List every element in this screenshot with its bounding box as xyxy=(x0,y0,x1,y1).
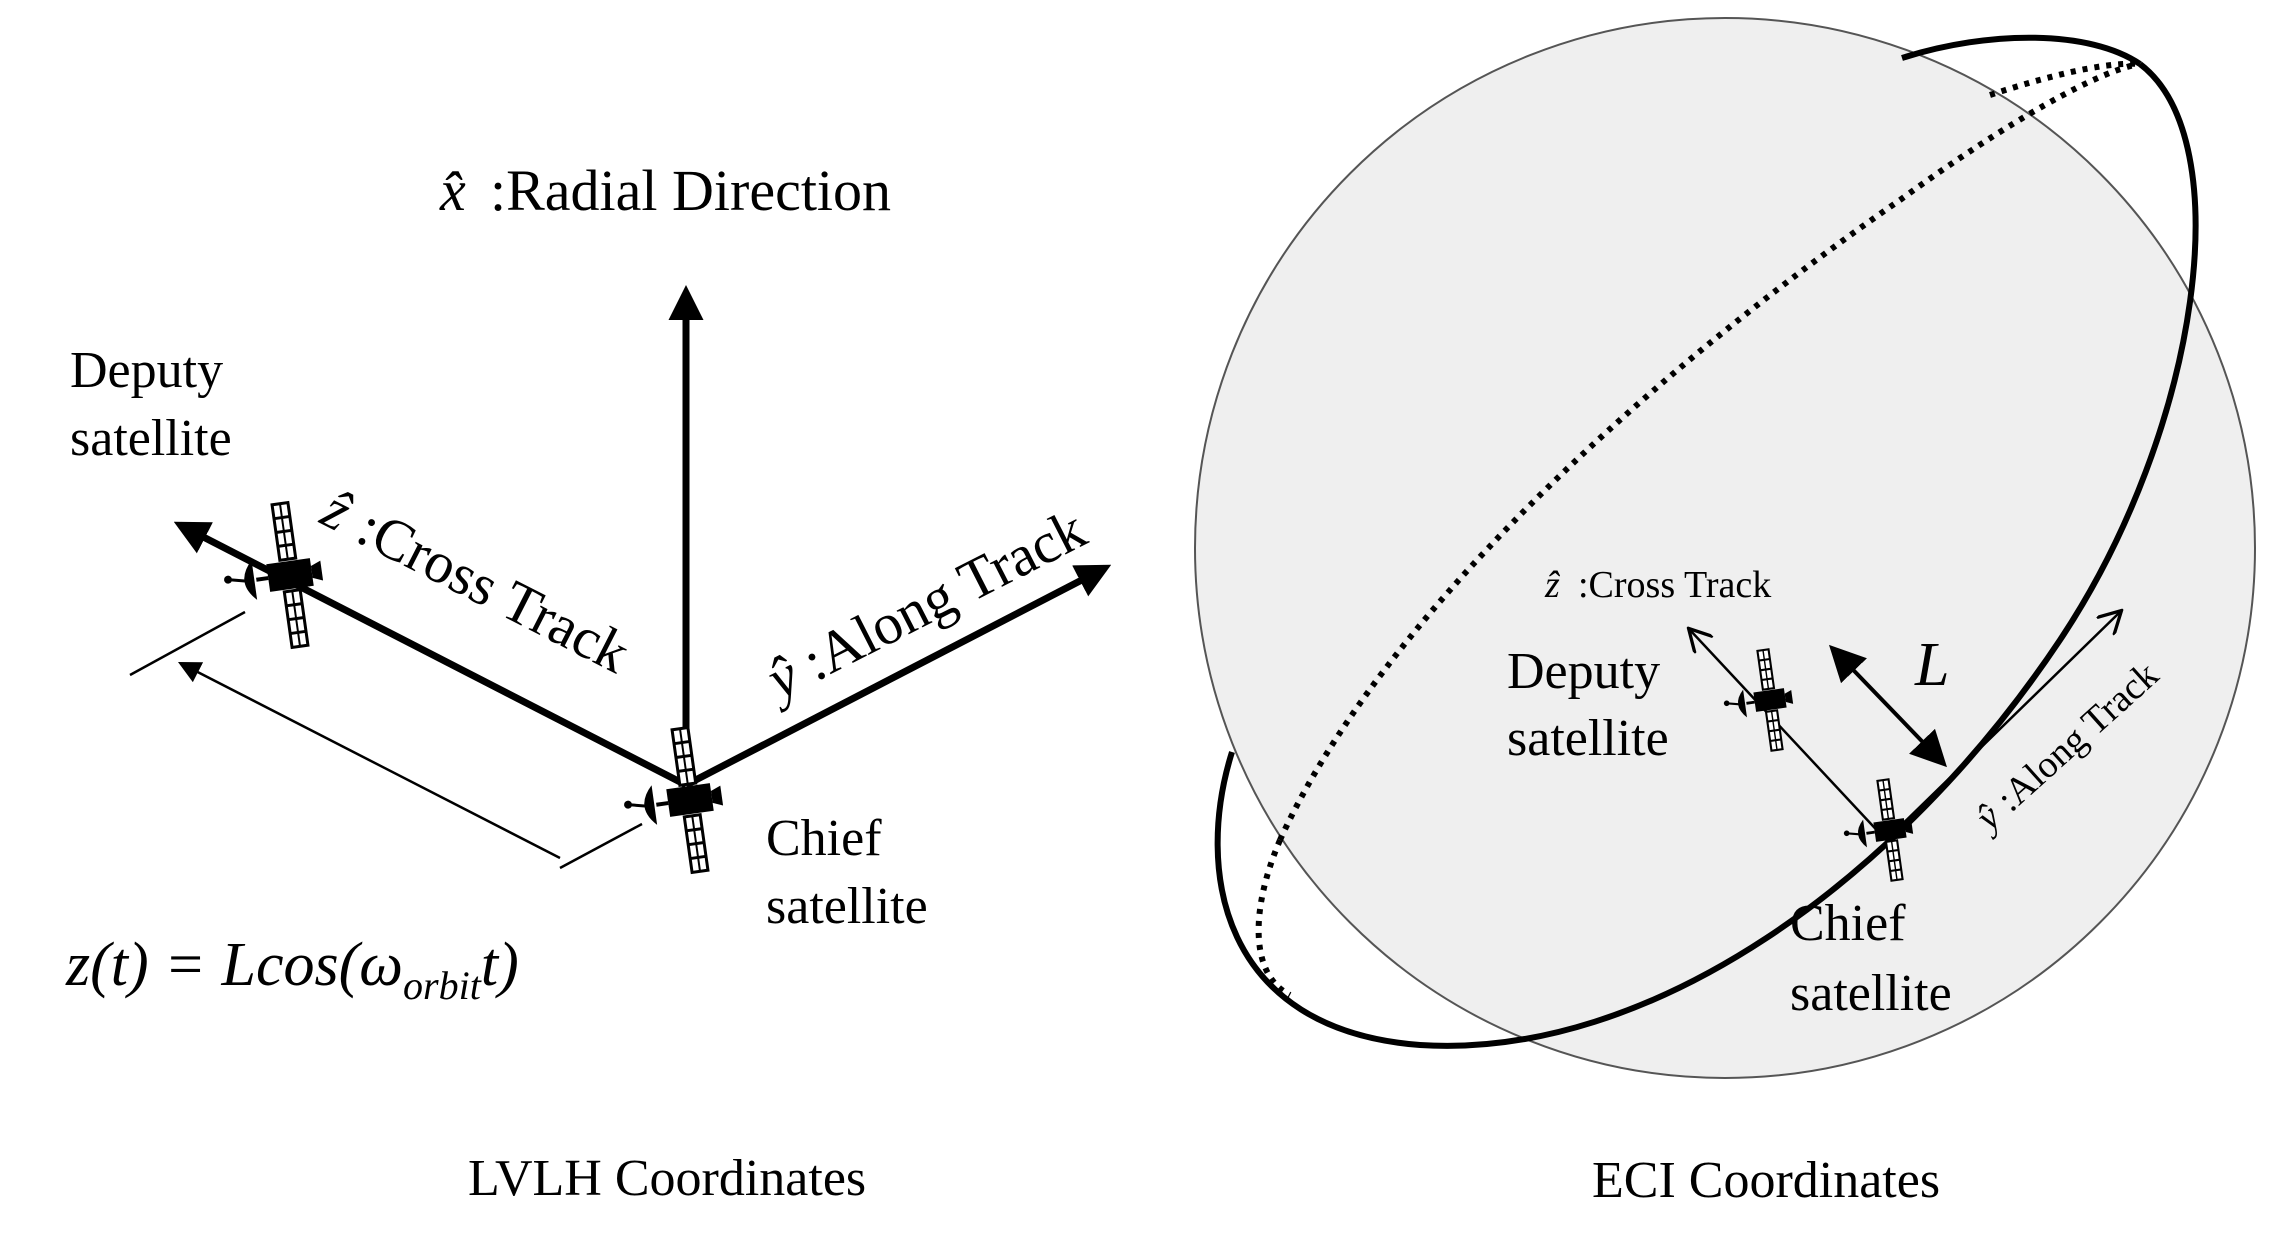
eci-chief-label-line1: Chief xyxy=(1790,895,1906,952)
equation-subscript: orbit xyxy=(403,963,482,1008)
along-track-label-group: ŷ :Along Track xyxy=(752,496,1096,714)
along-track-axis-arrow xyxy=(684,564,1112,789)
radial-axis-label: :Radial Direction xyxy=(490,158,891,223)
earth-sphere xyxy=(1194,17,2256,1079)
cross-track-axis-symbol: ẑ xyxy=(311,475,362,544)
eci-deputy-label-line2: satellite xyxy=(1507,710,1669,767)
eci-deputy-label-line1: Deputy xyxy=(1507,643,1660,700)
lvlh-panel: x̂ :Radial Direction ŷ :Along Track ẑ :C… xyxy=(65,158,1112,1207)
eci-cross-track-axis-label: :Cross Track xyxy=(1578,564,1771,606)
orbit-back-arc-left xyxy=(1255,838,1292,998)
cross-track-axis-arrow xyxy=(173,521,688,789)
equation-lhs: z(t) = Lcos(ω xyxy=(65,931,403,999)
orbit-back-arc xyxy=(1277,61,2141,842)
lvlh-chief-label-line2: satellite xyxy=(766,878,928,935)
lvlh-deputy-label-line1: Deputy xyxy=(70,342,223,399)
orbit-front-arc xyxy=(1214,61,2199,1049)
separation-distance-label: L xyxy=(1914,631,1949,699)
orbit-back-arc-top xyxy=(1989,60,2141,98)
dimension-extension-deputy xyxy=(129,610,246,677)
separation-distance-arrow xyxy=(1829,644,1947,768)
equation-rhs: t) xyxy=(481,931,519,999)
eci-along-track-arrow xyxy=(1885,612,2120,841)
radial-axis-symbol: x̂ xyxy=(439,158,466,223)
orbit-front-arc-top xyxy=(1901,34,2142,67)
eci-cross-track-arrow xyxy=(1690,630,1887,841)
lvlh-deputy-label-line2: satellite xyxy=(70,410,232,467)
dimension-arrow-line xyxy=(177,661,561,860)
cross-track-label-group: ẑ :Cross Track xyxy=(311,475,640,685)
lvlh-chief-satellite-icon xyxy=(612,722,734,883)
lvlh-chief-label-line1: Chief xyxy=(766,810,882,867)
eci-caption: ECI Coordinates xyxy=(1592,1152,1940,1209)
eci-chief-label-line2: satellite xyxy=(1790,965,1952,1022)
dimension-extension-chief xyxy=(559,822,643,870)
separation-equation: z(t) = Lcos(ωorbitt) xyxy=(65,931,519,1008)
eci-cross-track-axis-symbol: ẑ xyxy=(1544,564,1561,606)
cross-track-axis-label: :Cross Track xyxy=(348,494,640,686)
lvlh-deputy-satellite-icon xyxy=(212,497,334,658)
lvlh-caption: LVLH Coordinates xyxy=(468,1150,866,1207)
eci-panel: L ẑ :Cross Track ŷ :Along Track Deputy s… xyxy=(1194,17,2256,1209)
